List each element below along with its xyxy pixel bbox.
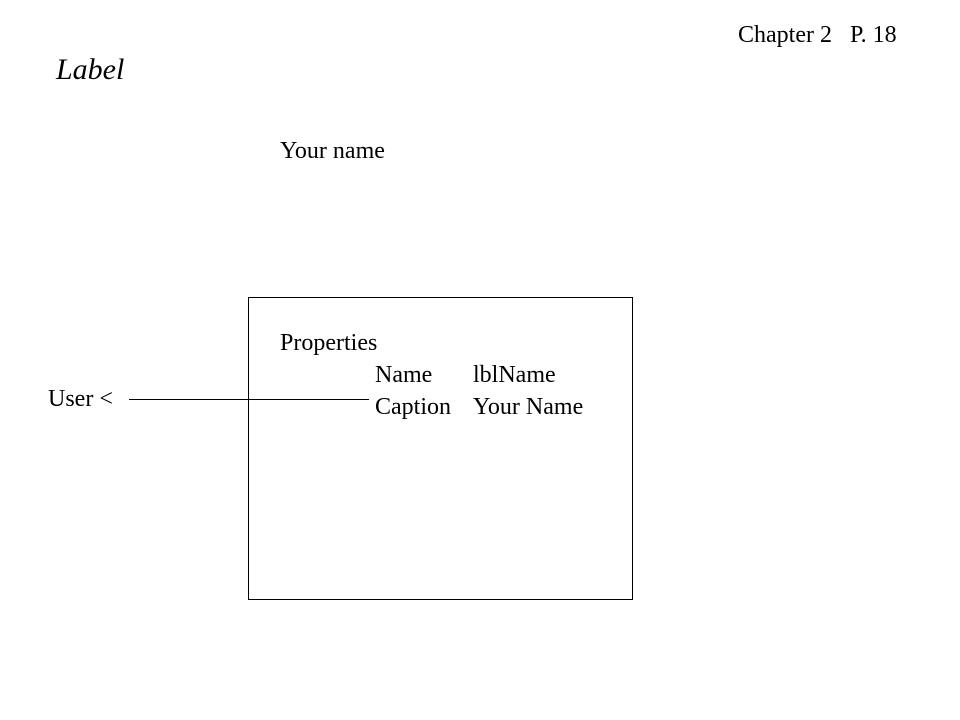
user-connector-line <box>129 399 369 400</box>
chapter-page-reference: Chapter 2 P. 18 <box>738 22 897 48</box>
property-name-key: Name <box>375 362 433 388</box>
label-control-text: Your name <box>280 138 385 164</box>
user-annotation-label: User < <box>48 386 113 412</box>
property-name-value: lblName <box>473 362 556 388</box>
property-caption-value: Your Name <box>473 394 584 420</box>
properties-box <box>248 297 633 600</box>
properties-heading: Properties <box>280 330 378 356</box>
slide-title: Label <box>56 53 125 86</box>
property-caption-key: Caption <box>375 394 451 420</box>
